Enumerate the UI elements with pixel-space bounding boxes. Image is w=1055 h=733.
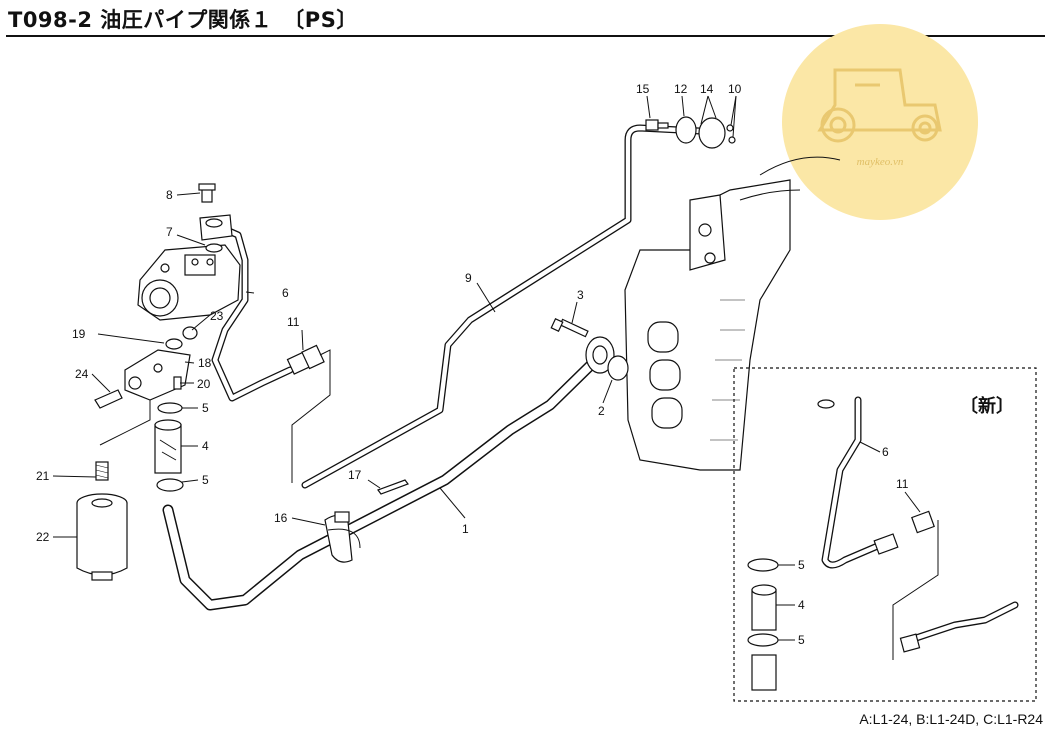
inset-label-part-5b: 5 xyxy=(798,633,805,647)
tractor-icon xyxy=(817,68,942,143)
label-part-10: 10 xyxy=(728,82,742,96)
fitting-2 xyxy=(585,336,629,381)
label-part-2: 2 xyxy=(598,404,605,418)
title-divider xyxy=(6,35,1045,37)
inset-label-part-4: 4 xyxy=(798,598,805,612)
inset-label-part-5a: 5 xyxy=(798,558,805,572)
leader-lines xyxy=(52,95,921,641)
inset-label-part-6: 6 xyxy=(882,445,889,459)
filter-22 xyxy=(76,461,128,581)
watermark-logo: maykeo.vn xyxy=(782,24,978,220)
hose-4 xyxy=(154,419,184,492)
pipe-1 xyxy=(162,352,604,611)
label-part-20: 20 xyxy=(197,377,211,391)
label-part-9: 9 xyxy=(465,271,472,285)
connector-11 xyxy=(286,344,331,483)
clip-16 xyxy=(324,511,361,563)
label-part-23: 23 xyxy=(210,309,224,323)
page-title: T098-2 油圧パイプ関係１ 〔PS〕 xyxy=(8,8,358,32)
label-part-5a: 5 xyxy=(202,401,209,415)
label-part-18: 18 xyxy=(198,356,212,370)
pin-17 xyxy=(377,479,409,495)
label-part-7: 7 xyxy=(166,225,173,239)
label-part-8: 8 xyxy=(166,188,173,202)
label-part-1: 1 xyxy=(462,522,469,536)
pipe-6 xyxy=(211,224,294,402)
engine-block xyxy=(624,156,841,471)
model-footnote: A:L1-24, B:L1-24D, C:L1-R24 xyxy=(859,711,1043,727)
inset-label-part-11: 11 xyxy=(896,477,909,491)
label-part-19: 19 xyxy=(72,327,86,341)
label-part-14: 14 xyxy=(700,82,714,96)
inset-box xyxy=(733,367,1037,702)
label-part-16: 16 xyxy=(274,511,288,525)
label-part-22: 22 xyxy=(36,530,50,544)
part-labels: 1 2 3 4 5 5 6 7 8 9 10 11 12 14 15 16 17… xyxy=(36,82,1014,647)
inset-label: 〔新〕 xyxy=(960,395,1014,417)
label-part-12: 12 xyxy=(674,82,688,96)
label-part-5b: 5 xyxy=(202,473,209,487)
watermark-text: maykeo.vn xyxy=(857,156,904,168)
pipe-9 xyxy=(301,124,724,489)
steering-pump xyxy=(94,183,241,446)
label-part-4: 4 xyxy=(202,439,209,453)
top-fittings xyxy=(645,116,736,149)
label-part-17: 17 xyxy=(348,468,362,482)
label-part-15: 15 xyxy=(636,82,650,96)
label-part-21: 21 xyxy=(36,469,50,483)
label-part-3: 3 xyxy=(577,288,584,302)
label-part-24: 24 xyxy=(75,367,89,381)
label-part-6: 6 xyxy=(282,286,289,300)
bolt-3 xyxy=(550,317,589,338)
label-part-11: 11 xyxy=(287,315,300,329)
